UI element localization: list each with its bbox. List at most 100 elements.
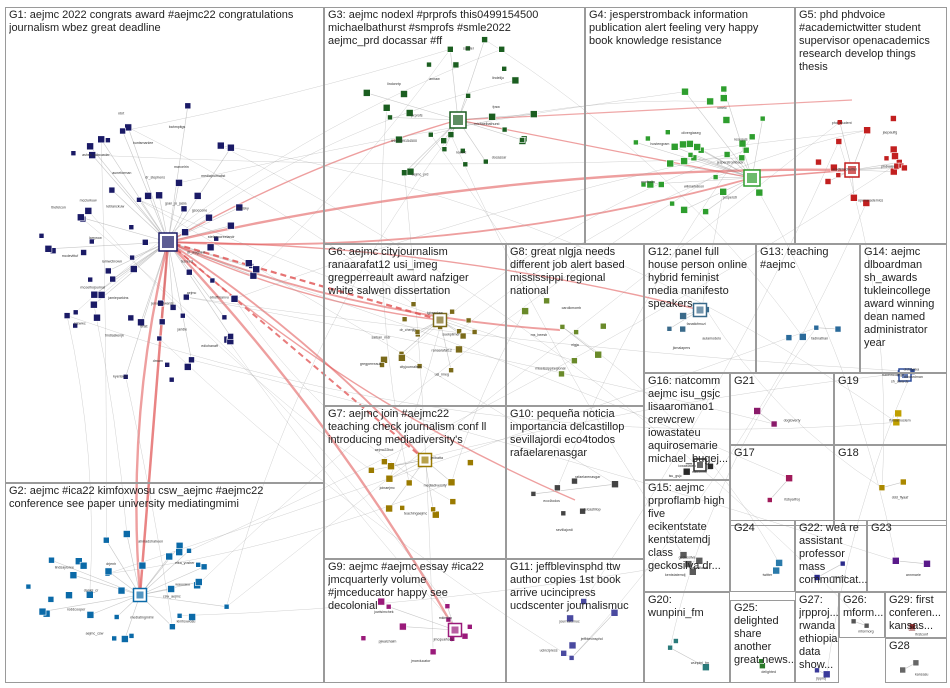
vertex-node (227, 221, 235, 230)
intra-edge (167, 241, 192, 360)
vertex-label: auneforman (112, 171, 131, 175)
vertex-node (113, 614, 120, 620)
group-label-g8: G8: great nlgja needs different job aler… (510, 246, 625, 297)
vertex-node (850, 618, 857, 625)
intra-edge (457, 119, 523, 141)
vertex-node (186, 547, 192, 554)
vertex-node (599, 322, 607, 330)
vertex-node (109, 275, 116, 283)
intra-edge (881, 481, 904, 488)
vertex-label: lindonrtp (387, 82, 401, 86)
group-label-g22: G22: weâ re assistant professor mass com… (799, 522, 868, 586)
inter-edge (107, 327, 817, 575)
vertex-label: mmbolta (641, 180, 655, 184)
group-panel-g26: G26: mform... (839, 592, 885, 638)
inter-edge (389, 326, 441, 479)
group-panel-g4: G4: jesperstromback information publicat… (585, 7, 795, 244)
vertex-label: twitter (763, 573, 773, 577)
vertex-label: rafaelarenasgar (575, 475, 601, 479)
inter-edge (101, 80, 516, 296)
vertex-node (195, 578, 203, 586)
vertex-node (186, 268, 193, 276)
vertex-node (892, 418, 901, 427)
vertex-node (158, 318, 166, 326)
vertex-label: prprofs (411, 114, 422, 118)
vertex-node (399, 622, 407, 631)
inter-edge (451, 310, 526, 483)
vertex-node (511, 76, 520, 85)
vertex-node (168, 376, 175, 383)
vertex-label: phd_student (832, 121, 852, 125)
vertex-node (395, 135, 403, 144)
vertex-node (385, 603, 392, 610)
intra-edge (167, 207, 240, 243)
vertex-node (878, 484, 886, 492)
group-label-g18: G18 (838, 447, 859, 459)
group-panel-g20: G20: wunpini_fm (644, 592, 730, 683)
inter-edge (226, 134, 452, 607)
intra-edge (80, 217, 169, 243)
vertex-label: massprof (831, 575, 846, 579)
vertex-node (770, 420, 778, 428)
vertex-node (398, 353, 406, 362)
vertex-node (835, 172, 842, 178)
vertex-label: thefelcon (51, 205, 66, 209)
vertex-node (923, 559, 931, 568)
vertex-node (830, 163, 838, 172)
vertex-label: tesreed (181, 260, 193, 264)
vertex-node (79, 561, 88, 570)
vertex-node (908, 623, 916, 631)
vertex-label: jpan_jo_jasia (165, 201, 187, 205)
intra-edge (404, 119, 459, 173)
vertex-node (387, 462, 395, 471)
intra-edge (684, 91, 753, 179)
intra-edge (388, 606, 456, 631)
intra-edge (90, 594, 141, 616)
vertex-label: michaelbathurst (474, 122, 499, 126)
vertex-node (138, 561, 147, 570)
vertex-label: nodexl (456, 150, 467, 154)
inter-edge (188, 162, 900, 552)
vertex-node (447, 131, 455, 138)
intra-edge (167, 241, 257, 270)
inter-edge (178, 91, 685, 184)
vertex-node (530, 491, 537, 497)
intra-edge (816, 563, 843, 578)
vertex-label: carolkmomb (562, 306, 582, 310)
vertex-node (465, 317, 472, 324)
group-label-g7: G7: aejmc join #aejmc22 teaching check j… (328, 408, 487, 446)
inter-edge (93, 304, 128, 535)
vertex-label: pjwalchaim (379, 640, 397, 644)
group-label-g27: G27: jrpproj... rwanda ethiopia data sho… (799, 594, 839, 671)
vertex-label: itsbyaifroj (784, 498, 799, 502)
vertex-node (681, 87, 689, 96)
vertex-label: roddcooper (67, 607, 86, 611)
intra-edge (562, 326, 599, 355)
inter-edge (404, 172, 434, 652)
inter-edge (701, 191, 724, 310)
vertex-node (169, 304, 177, 311)
intra-edge (723, 88, 753, 179)
intra-edge (449, 49, 459, 121)
vertex-node (245, 259, 253, 268)
intra-edge (100, 139, 169, 243)
vertex-label: aejmc_csw (86, 632, 104, 636)
vertex-node (75, 557, 83, 566)
vertex-label: kimfoxwosu (177, 619, 196, 623)
vertex-label: isu_gsjc (669, 474, 682, 478)
group-panel-g27: G27: jrpproj... rwanda ethiopia data sho… (795, 592, 839, 683)
group-panel-g23: G23 (867, 520, 947, 592)
vertex-label: saiban_mdr (372, 336, 392, 340)
vertex-node (560, 510, 567, 517)
vertex-node (97, 135, 105, 144)
vertex-node (462, 161, 469, 168)
vertex-label: ediohanaff (201, 344, 218, 348)
vertex-node (467, 459, 474, 466)
vertex-node (519, 137, 525, 143)
group-panel-g22: G22: weâ re assistant professor mass com… (795, 520, 867, 592)
group-panel-g12: G12: panel full house person online hybr… (644, 244, 756, 373)
group-panel-g1: G1: aejmc 2022 congrats award #aejmc22 c… (5, 7, 324, 483)
vertex-node (164, 361, 170, 368)
vertex-node (573, 329, 579, 335)
vertex-node (360, 635, 367, 642)
